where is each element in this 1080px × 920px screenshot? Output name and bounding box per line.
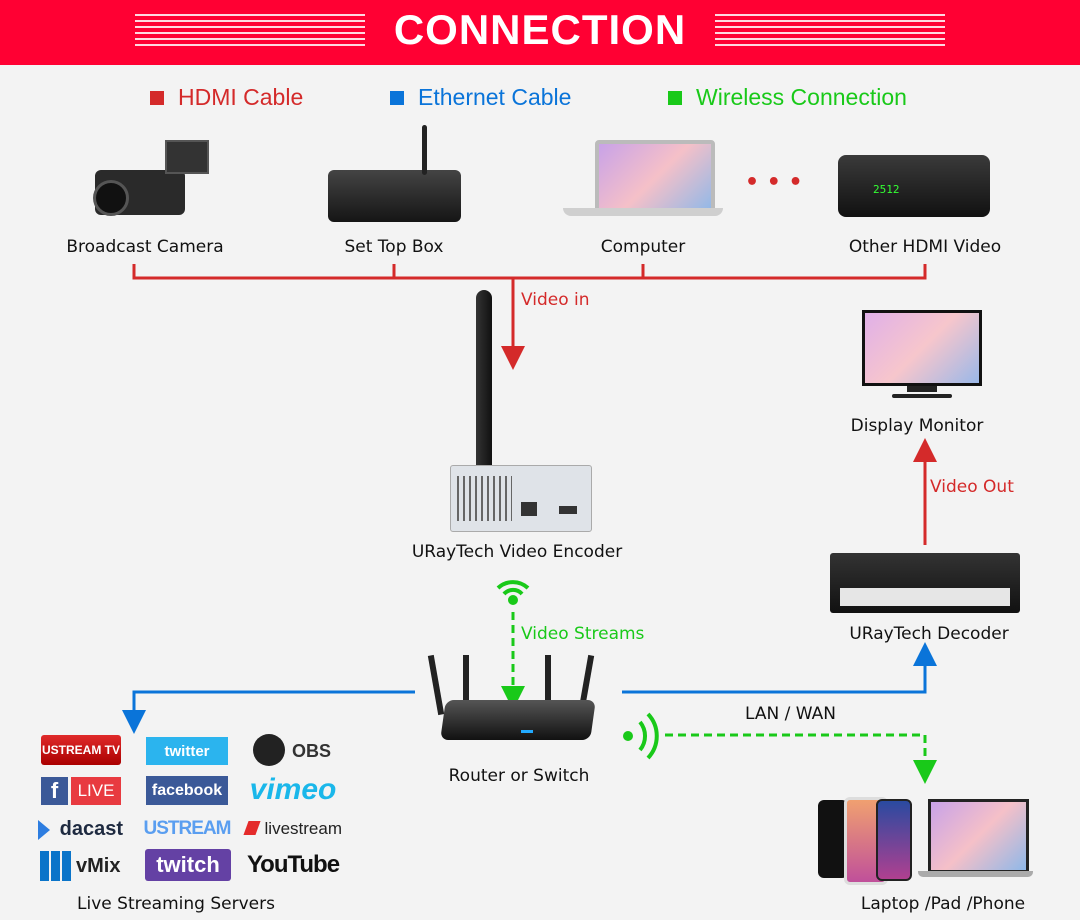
logo-ustream-tv: USTREAM TV bbox=[41, 735, 121, 765]
logo-obs: OBS bbox=[292, 740, 332, 761]
vmix-icon bbox=[40, 851, 72, 881]
source-label: Set Top Box bbox=[344, 237, 444, 257]
wifi-icon bbox=[496, 580, 659, 760]
source-label: Broadcast Camera bbox=[66, 237, 224, 257]
antenna-icon bbox=[422, 125, 427, 175]
encoder-antenna-icon bbox=[476, 290, 492, 475]
wireless-lines bbox=[501, 612, 937, 784]
camera-icon bbox=[93, 140, 210, 225]
source-label: Computer bbox=[600, 237, 686, 257]
logo-ustream: USTREAM bbox=[143, 818, 232, 839]
lan-wan-label: LAN / WAN bbox=[745, 704, 836, 724]
encoder-label: URayTech Video Encoder bbox=[411, 542, 623, 562]
legend-wireless: Wireless Connection bbox=[668, 84, 907, 111]
dacast-icon bbox=[38, 820, 50, 840]
logo-vimeo: vimeo bbox=[249, 773, 337, 806]
hdmi-lines bbox=[132, 264, 937, 545]
hdmi-video-device-icon: 2512 bbox=[838, 155, 990, 217]
obs-icon bbox=[253, 734, 285, 766]
decoder-label: URayTech Decoder bbox=[849, 624, 1009, 644]
video-in-label: Video in bbox=[521, 290, 590, 310]
header-stripes-left bbox=[135, 14, 365, 50]
logo-vmix: vMix bbox=[76, 854, 121, 877]
ethernet-lines bbox=[122, 642, 937, 734]
display-monitor-icon bbox=[862, 310, 982, 405]
servers-label: Live Streaming Servers bbox=[77, 894, 275, 914]
logo-livestream: livestream bbox=[264, 819, 342, 838]
logo-dacast: dacast bbox=[59, 817, 123, 840]
video-streams-label: Video Streams bbox=[521, 624, 645, 644]
ellipsis: • • • bbox=[745, 170, 803, 195]
logo-youtube: YouTube bbox=[246, 851, 340, 878]
logo-facebook-live: LIVE bbox=[71, 777, 121, 805]
computer-icon bbox=[563, 140, 723, 216]
video-decoder-icon bbox=[830, 553, 1020, 613]
video-out-label: Video Out bbox=[930, 477, 1014, 497]
header-stripes-right bbox=[715, 14, 945, 50]
router-label: Router or Switch bbox=[448, 766, 590, 786]
legend-ethernet: Ethernet Cable bbox=[390, 84, 571, 111]
set-top-box-icon bbox=[328, 170, 461, 222]
clients-icon bbox=[818, 797, 1033, 885]
source-label: Other HDMI Video bbox=[848, 237, 1002, 257]
clients-label: Laptop /Pad /Phone bbox=[860, 894, 1026, 914]
router-icon bbox=[427, 654, 596, 750]
facebook-f-icon: f bbox=[41, 777, 68, 805]
logo-twitch: twitch bbox=[145, 849, 231, 881]
logo-twitter: twitter bbox=[146, 737, 228, 765]
logo-facebook: facebook bbox=[146, 776, 228, 805]
monitor-label: Display Monitor bbox=[850, 416, 984, 436]
page-title: CONNECTION bbox=[393, 6, 687, 53]
legend-hdmi: HDMI Cable bbox=[150, 84, 303, 111]
video-encoder-icon bbox=[450, 465, 592, 532]
